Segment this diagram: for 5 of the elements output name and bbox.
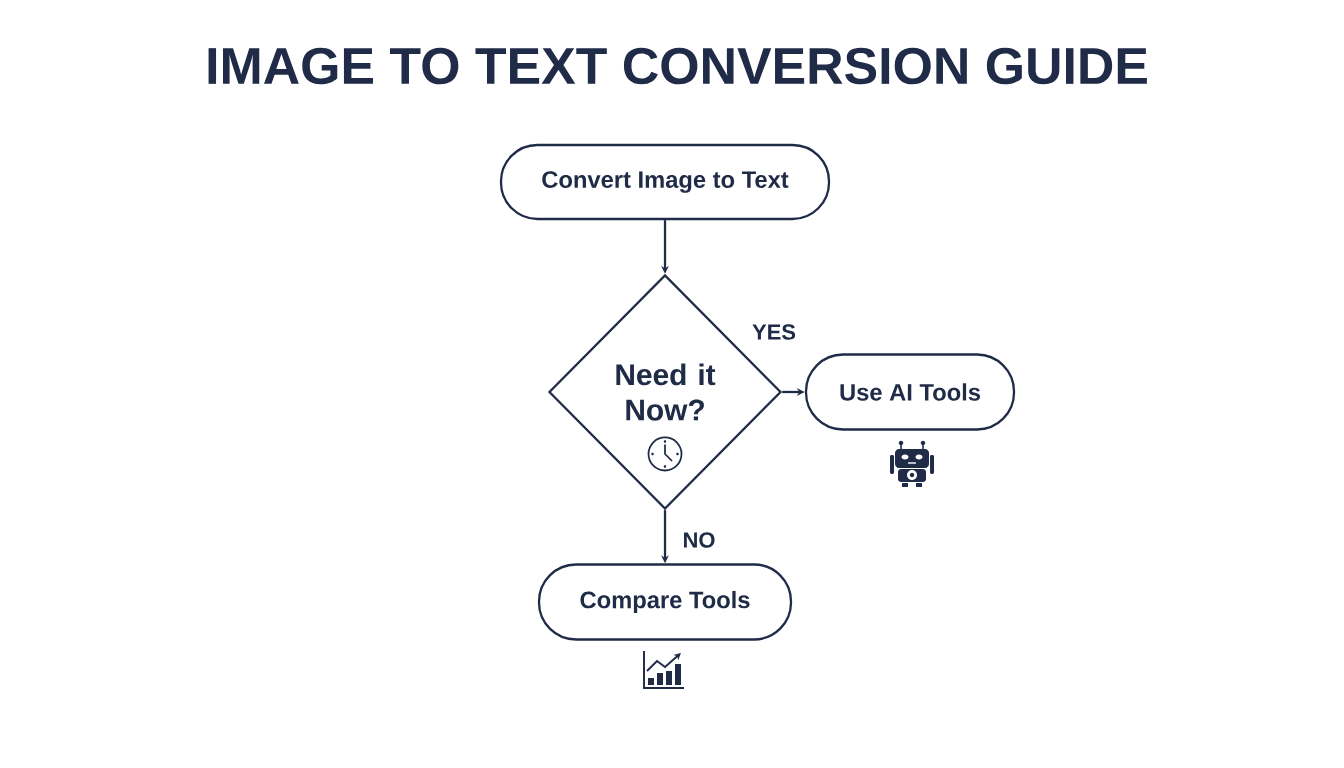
rounded-box: Compare Tools xyxy=(537,563,793,641)
edge-label: NO xyxy=(680,530,718,550)
rounded-box: Use AI Tools xyxy=(804,353,1016,431)
rounded-box: Convert Image to Text xyxy=(499,143,831,221)
title: IMAGE TO TEXT CONVERSION GUIDE xyxy=(208,47,1147,85)
